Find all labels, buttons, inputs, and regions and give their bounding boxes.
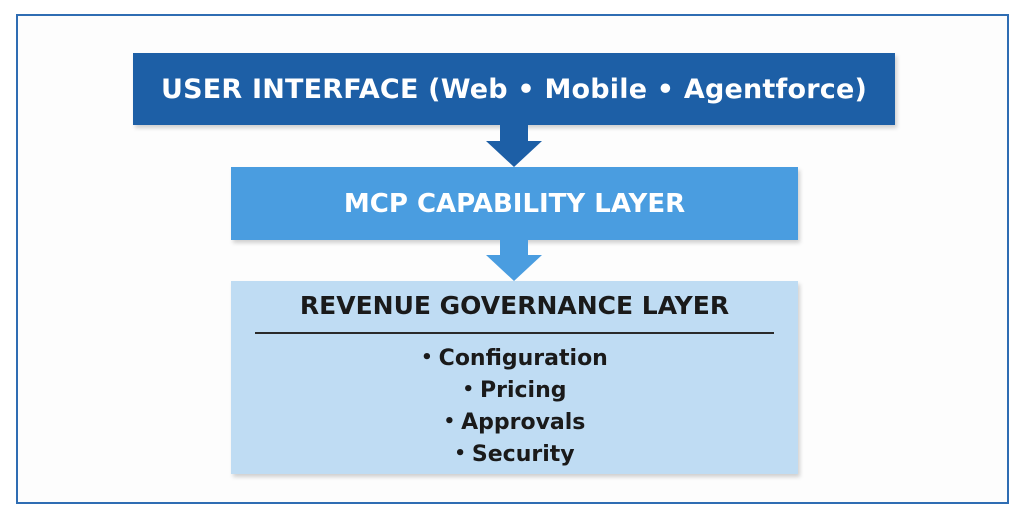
user-interface-layer-label: USER INTERFACE (Web • Mobile • Agentforc… bbox=[160, 73, 867, 105]
bullet-icon: • bbox=[443, 411, 456, 432]
arrow-down-icon bbox=[486, 125, 542, 167]
list-item: •Approvals bbox=[231, 406, 798, 438]
list-item-label: Approvals bbox=[461, 410, 586, 435]
title-divider bbox=[255, 332, 774, 334]
mcp-capability-layer-box: MCP CAPABILITY LAYER bbox=[231, 167, 798, 240]
list-item: •Configuration bbox=[231, 342, 798, 374]
arrow-down-icon bbox=[486, 240, 542, 281]
list-item-label: Security bbox=[471, 442, 575, 467]
user-interface-layer-box: USER INTERFACE (Web • Mobile • Agentforc… bbox=[133, 53, 895, 125]
mcp-capability-layer-label: MCP CAPABILITY LAYER bbox=[343, 188, 686, 219]
revenue-governance-layer-title: REVENUE GOVERNANCE LAYER bbox=[299, 291, 730, 320]
list-item-label: Configuration bbox=[438, 346, 608, 371]
list-item-label: Pricing bbox=[480, 378, 567, 403]
bullet-icon: • bbox=[454, 443, 466, 464]
list-item: • Pricing bbox=[231, 374, 798, 406]
revenue-governance-layer-box: REVENUE GOVERNANCE LAYER •Configuration … bbox=[231, 281, 798, 474]
list-item: •Security bbox=[231, 438, 798, 470]
governance-items-list: •Configuration •Pricing •Approvals •Secu… bbox=[231, 342, 798, 470]
bullet-icon: • bbox=[462, 379, 474, 400]
bullet-icon: • bbox=[421, 347, 433, 368]
